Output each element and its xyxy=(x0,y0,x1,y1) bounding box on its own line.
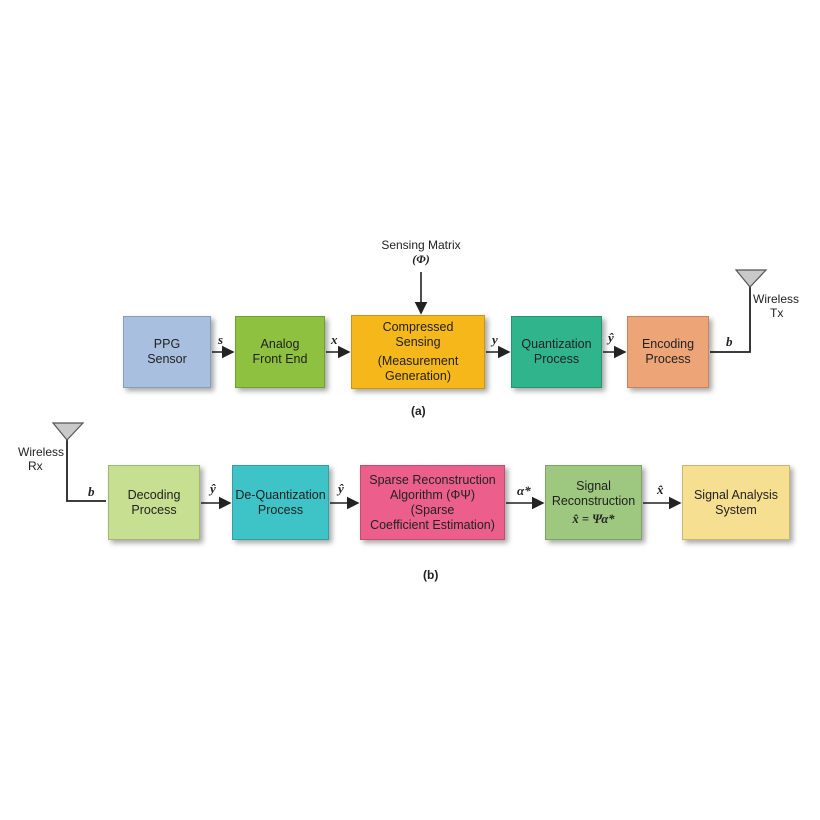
antenna-rx-icon xyxy=(51,422,85,441)
antenna-tx-icon xyxy=(734,269,768,288)
sensing-matrix-label: Sensing Matrix (Φ) xyxy=(381,238,461,266)
signal-yhat-label: ŷ xyxy=(608,330,614,345)
wire-from-antenna-rx xyxy=(66,438,106,502)
wireless-rx-label: Wireless Rx xyxy=(18,445,65,473)
signal-b-label: b xyxy=(726,334,733,349)
caption-b: (b) xyxy=(423,568,439,582)
signal-alpha-label: α* xyxy=(517,483,531,498)
wire-to-antenna-tx xyxy=(710,285,751,353)
sparse-reconstruction-box: Sparse Reconstruction Algorithm (ΦΨ) (Sp… xyxy=(360,465,505,540)
signal-b-rx-label: b xyxy=(88,484,95,499)
signal-y-label: y xyxy=(492,332,498,347)
wireless-tx-label: Wireless Tx xyxy=(753,292,800,320)
signal-yhat-2-label: ŷ xyxy=(338,481,344,496)
caption-a: (a) xyxy=(411,404,426,418)
signal-yhat-1-label: ŷ xyxy=(210,481,216,496)
signal-s-label: s xyxy=(218,332,224,347)
signal-x-label: x xyxy=(331,332,338,347)
signal-xhat-label: x̂ xyxy=(657,482,664,497)
signal-reconstruction-box: Signal Reconstruction x̂ = Ψα* xyxy=(545,465,642,540)
